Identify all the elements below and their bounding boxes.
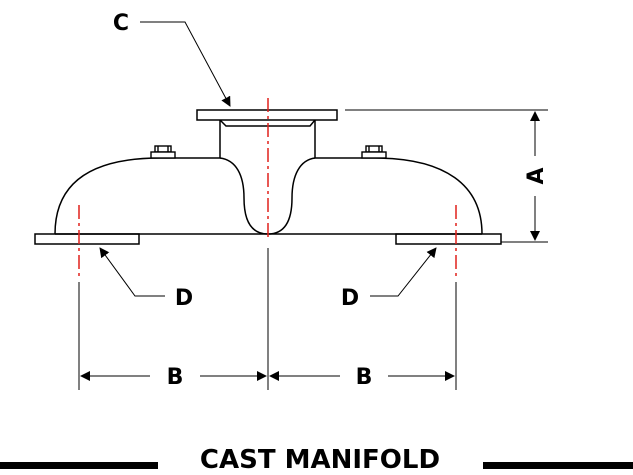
- dimension-lines: [78, 109, 548, 390]
- leaders: [99, 21, 437, 297]
- top-flange: [196, 109, 338, 121]
- leader-d-right: [370, 247, 437, 297]
- label-b-left: B: [167, 365, 184, 390]
- leader-c: [140, 21, 231, 107]
- title-rule: [0, 462, 633, 469]
- title-rule-right: [483, 462, 633, 469]
- title-rule-left: [0, 462, 158, 469]
- drawing-title: CAST MANIFOLD: [200, 445, 440, 475]
- left-bolt: [150, 145, 176, 159]
- neck-left-curve: [219, 157, 269, 235]
- label-c: C: [113, 11, 129, 36]
- label-a: A: [524, 167, 549, 184]
- left-flange: [34, 233, 140, 245]
- label-b-right: B: [356, 365, 373, 390]
- label-d-left: D: [175, 286, 193, 311]
- neck-right-curve: [267, 157, 316, 235]
- centerlines: [78, 98, 457, 280]
- right-flange: [395, 233, 502, 245]
- leader-d-left: [99, 247, 165, 297]
- right-bolt: [361, 145, 387, 159]
- label-d-right: D: [341, 286, 359, 311]
